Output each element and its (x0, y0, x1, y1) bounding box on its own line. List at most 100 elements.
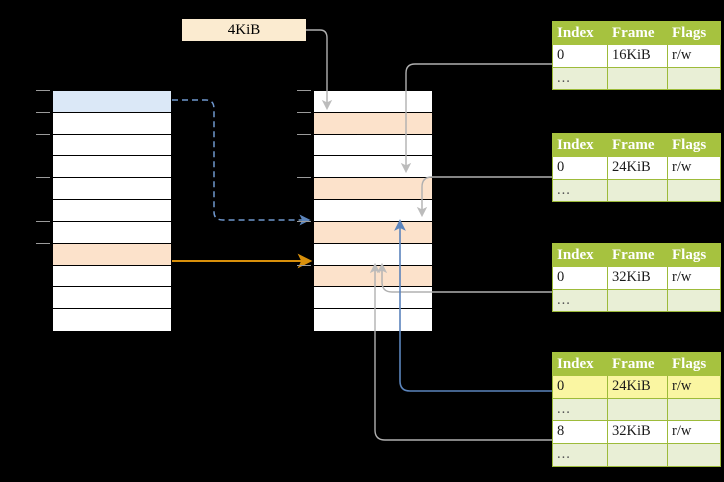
physical-memory-row-9 (314, 287, 432, 310)
tick-mark (297, 177, 311, 179)
cell-index: ... (552, 397, 608, 422)
column-header-flags: Flags (667, 20, 721, 46)
column-header-frame: Frame (607, 132, 668, 158)
physical-memory-row-0 (314, 91, 432, 113)
column-header-frame: Frame (607, 242, 668, 268)
tick-mark (297, 264, 311, 266)
column-header-index: Index (552, 351, 608, 377)
cell-frame (607, 288, 668, 313)
tick-mark (297, 111, 311, 113)
cell-frame: 24KiB (607, 375, 668, 399)
tick-mark (36, 111, 50, 113)
tick-mark (297, 220, 311, 222)
cell-index: ... (552, 178, 608, 203)
cell-frame: 24KiB (607, 156, 668, 180)
physical-memory-row-8 (314, 265, 432, 288)
tick-mark (36, 177, 50, 179)
table-row[interactable]: ... (552, 397, 721, 422)
cell-frame (607, 66, 668, 91)
physical-memory-row-5 (314, 200, 432, 222)
tick-mark (36, 220, 50, 222)
physical-memory-row-10 (314, 309, 432, 331)
cell-frame (607, 442, 668, 467)
physical-memory-row-4 (314, 178, 432, 201)
tick-mark (36, 90, 50, 91)
tick-mark (36, 242, 50, 244)
cell-flags (667, 178, 721, 203)
physical-memory-row-7 (314, 243, 432, 266)
tick-mark (297, 90, 311, 91)
column-header-frame: Frame (607, 20, 668, 46)
virtual-memory-row-1 (53, 112, 171, 135)
column-header-flags: Flags (667, 132, 721, 158)
tick-mark (297, 133, 311, 135)
virtual-memory-row-5 (53, 200, 171, 222)
cell-flags: r/w (667, 420, 721, 444)
column-header-index: Index (552, 132, 608, 158)
cell-index: 8 (552, 420, 608, 444)
virtual-memory-row-8 (53, 265, 171, 288)
size-label-text: 4KiB (227, 21, 261, 38)
column-header-flags: Flags (667, 351, 721, 377)
column-header-frame: Frame (607, 351, 668, 377)
cell-index: 0 (552, 375, 608, 399)
column-header-index: Index (552, 242, 608, 268)
cell-index: ... (552, 66, 608, 91)
virtual-memory-row-9 (53, 287, 171, 310)
cell-frame (607, 178, 668, 203)
cell-flags (667, 442, 721, 467)
physical-memory-column (313, 90, 433, 331)
cell-index: 0 (552, 44, 608, 68)
virtual-memory-row-7 (53, 243, 171, 266)
table-row[interactable]: ... (552, 288, 721, 313)
table-row[interactable]: ... (552, 442, 721, 467)
cell-index: ... (552, 442, 608, 467)
cell-flags: r/w (667, 266, 721, 290)
cell-index: ... (552, 288, 608, 313)
physical-memory-row-1 (314, 112, 432, 135)
physical-memory-row-3 (314, 156, 432, 179)
cell-flags (667, 66, 721, 91)
virtual-memory-row-0 (53, 91, 171, 113)
cell-frame: 32KiB (607, 266, 668, 290)
cell-flags: r/w (667, 44, 721, 68)
cell-frame (607, 397, 668, 422)
cell-flags: r/w (667, 375, 721, 399)
size-label-4kib: 4KiB (182, 19, 306, 41)
cell-index: 0 (552, 266, 608, 290)
virtual-address-space-column (52, 90, 172, 331)
table-row[interactable]: ... (552, 66, 721, 91)
tick-mark (36, 133, 50, 135)
cell-flags (667, 288, 721, 313)
table-row[interactable]: ... (552, 178, 721, 203)
virtual-memory-row-6 (53, 221, 171, 244)
column-header-index: Index (552, 20, 608, 46)
virtual-memory-row-3 (53, 156, 171, 179)
connector-table1-to-physical (416, 176, 552, 218)
virtual-memory-row-4 (53, 178, 171, 201)
virtual-memory-row-10 (53, 309, 171, 331)
cell-flags (667, 397, 721, 422)
connector-virtual-to-physical-dashed (172, 99, 311, 226)
cell-index: 0 (552, 156, 608, 180)
physical-memory-row-2 (314, 134, 432, 157)
cell-flags: r/w (667, 156, 721, 180)
column-header-flags: Flags (667, 242, 721, 268)
cell-frame: 32KiB (607, 420, 668, 444)
cell-frame: 16KiB (607, 44, 668, 68)
virtual-memory-row-2 (53, 134, 171, 157)
